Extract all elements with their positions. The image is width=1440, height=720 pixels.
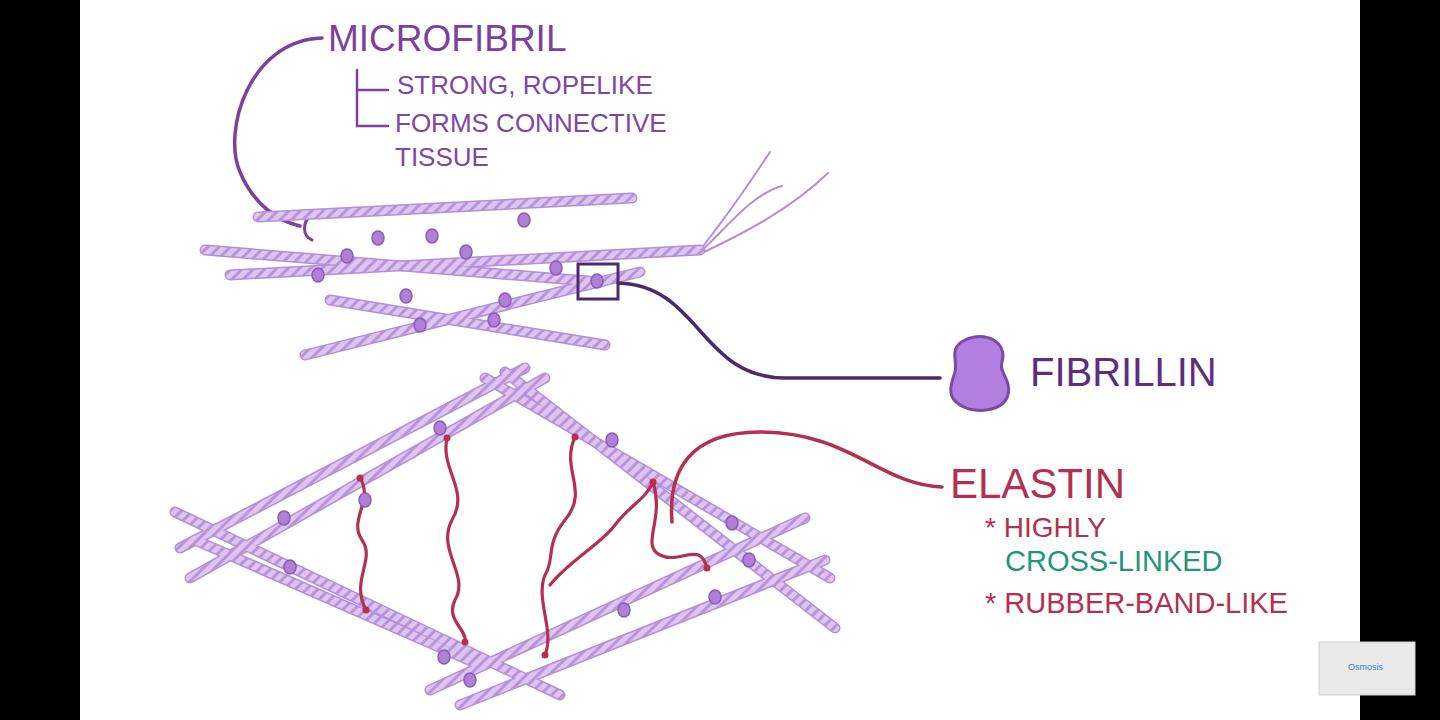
- property-note: * RUBBER-BAND-LIKE: [985, 587, 1288, 620]
- property-note: * HIGHLY: [985, 512, 1106, 544]
- heading-label: MICROFIBRIL: [328, 18, 566, 61]
- watermark: Osmosis: [1348, 662, 1383, 672]
- fibrillin-dots: [312, 213, 603, 332]
- heading-label: ELASTIN: [950, 460, 1125, 508]
- leader-line: [672, 432, 942, 522]
- microfibril-rope: [175, 198, 835, 705]
- heading-label: FIBRILLIN: [1030, 349, 1217, 395]
- zoom-box: [578, 264, 618, 299]
- fibrillin-icon: [951, 336, 1009, 410]
- fiber-strands: [700, 152, 828, 253]
- microfibril-rope: [175, 198, 835, 705]
- white-ground: [80, 0, 1360, 720]
- leader-line: [618, 283, 940, 378]
- property-note: STRONG, ROPELIKE: [397, 71, 653, 101]
- elastin-fibers: [357, 434, 711, 659]
- watermark-box: [1319, 642, 1415, 695]
- list-bracket: [357, 70, 388, 126]
- leader-line: [235, 38, 322, 226]
- property-note: FORMS CONNECTIVE TISSUE: [395, 106, 715, 174]
- property-note: CROSS-LINKED: [1005, 545, 1223, 578]
